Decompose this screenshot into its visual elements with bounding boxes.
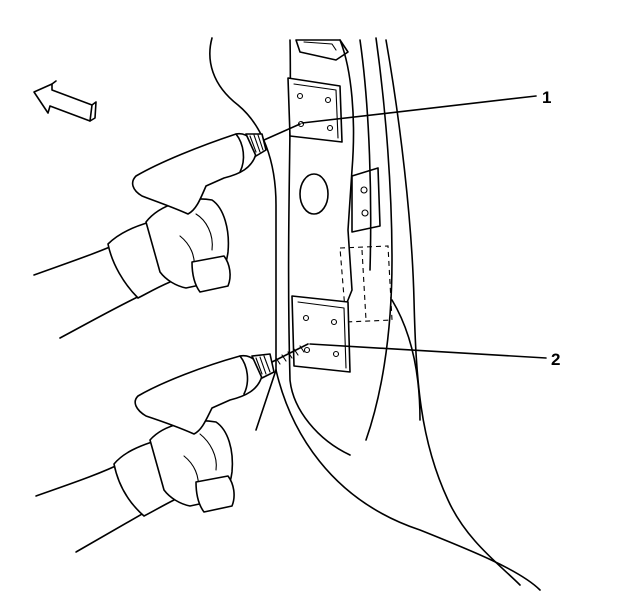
lower-drill-tool: [35, 343, 309, 553]
body-pillar-panel: [209, 37, 541, 591]
callout-1-leader: [301, 95, 537, 124]
forward-arrow-icon: [33, 80, 97, 122]
callout-1-label: 1: [542, 88, 551, 107]
drill-icon: [134, 343, 309, 513]
callout-2-label: 2: [551, 350, 560, 369]
upper-drill-tool: [33, 123, 301, 339]
drill-icon: [131, 123, 301, 293]
callout-2-leader: [309, 343, 547, 359]
